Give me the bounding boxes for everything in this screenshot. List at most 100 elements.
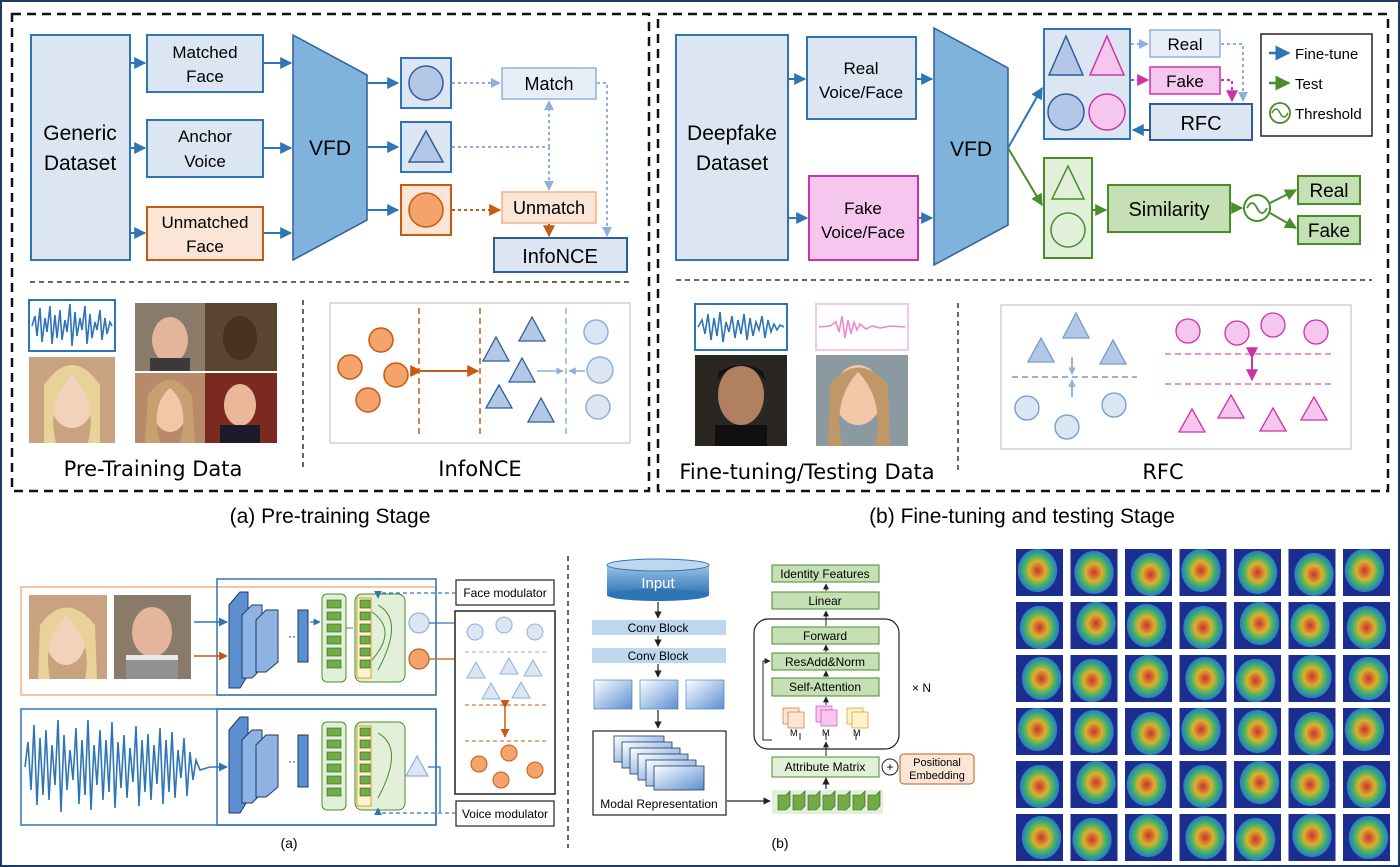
input-cylinder [606,558,710,601]
pretraining-panel-border [10,12,651,493]
face-green-features [326,599,371,669]
self-attention-box [771,677,880,697]
heatmap-attention [1126,603,1167,648]
rfc-box [1149,103,1253,141]
infonce-box [493,237,628,273]
finetune-panel-border [656,12,1390,493]
modal-representation-stack [613,735,705,791]
vfd-encoder-finetune [933,26,1009,267]
conv-block-1-label: Conv Block [628,621,690,635]
heatmap-attention [1128,654,1169,699]
test-triangle-icon [1050,164,1086,200]
real-triangle-icon [1047,34,1085,76]
heatmap-attention [1292,813,1332,858]
similarity-label: Similarity [1128,199,1209,221]
svg-text:+: + [886,760,893,774]
self-attention-label: Self-Attention [789,680,861,694]
similarity-box [1107,184,1231,233]
identity-features-label: Identity Features [780,567,869,581]
bottom-a-caption: (a) [280,835,297,851]
embed-orange-circles [470,744,544,789]
fake-voiceface-box [808,175,919,261]
heatmap-attention [1290,762,1330,807]
linear-label: Linear [808,594,841,608]
heatmap-attention [1183,605,1223,650]
heatmap-attention [1126,762,1167,807]
fake-triangle-icon [1088,34,1126,76]
conv-block-1 [592,620,726,635]
heatmap-attention [1017,548,1058,593]
heatmap-attention [1239,601,1280,646]
legend-threshold-icon [1269,102,1291,124]
heatmap-attention [1344,707,1385,752]
generic-dataset-label-1: Generic [43,122,117,145]
real-waveform-icon [697,311,785,343]
pretraining-caption: (a) Pre-training Stage [230,505,431,528]
heatmap-attention [1074,709,1114,754]
finetune-data-label: Fine-tuning/Testing Data [679,460,934,484]
heatmap-attention [1072,817,1112,862]
bottom-face-thumbnails [29,595,191,679]
forward-box [771,626,880,645]
heatmap-attention [1017,707,1058,752]
attribute-matrix-box [771,756,880,778]
mv-label: M [853,728,861,738]
face-circle-icon [408,65,444,101]
deepfake-dataset-label-1: Deepfake [687,122,777,145]
legend-test: Test [1295,76,1323,93]
rfc-fake-circles [1175,312,1329,346]
voice-triangle-icon [407,129,445,163]
waveform-icon [31,303,113,347]
unmatched-face-label-1: Unmatched [162,213,249,232]
real-waveform-thumb [694,303,788,351]
real-voiceface-label-1: Real [844,59,879,78]
heatmap-attention [1346,764,1387,809]
resadd-norm-label: ResAdd&Norm [785,655,865,669]
test-circle-icon [1050,212,1086,248]
vfd-label-pretrain: VFD [309,137,351,160]
heatmap-attention [1346,605,1387,650]
pretraining-data-label: Pre-Training Data [64,457,243,481]
legend-threshold: Threshold [1295,106,1362,123]
fake-label: Fake [1166,72,1204,91]
face-cnn-blocks: ··· [194,591,430,689]
modal-representation-label: Modal Representation [600,797,717,811]
heatmap-attention [1239,760,1280,805]
feature-maps [593,679,725,710]
output-fake-box [1297,215,1361,245]
bottom-waveform-icon [24,719,211,813]
heatmap-attention [1181,548,1221,593]
infonce-triangles [481,315,556,423]
infonce-orange-circles [337,327,409,413]
heatmap-attention [1183,764,1223,809]
legend-finetune: Fine-tune [1295,46,1358,63]
generic-dataset-label-2: Dataset [44,152,117,175]
heatmap-attention [1235,817,1276,862]
finetune-caption: (b) Fine-tuning and testing Stage [869,505,1175,528]
anchor-voice-label-2: Voice [184,152,226,171]
heatmap-attention [1292,654,1332,699]
vfd-encoder-pretrain [292,33,368,262]
rfc-box-label: RFC [1180,113,1221,135]
heatmap-attention [1237,550,1278,595]
embed-blue-circles [466,616,544,641]
voice-cnn-blocks: ··· [210,716,430,814]
heatmap-attention [1130,552,1171,597]
matched-face-label-1: Matched [172,43,237,62]
times-n-label: × N [912,681,931,695]
identity-features-box [771,564,880,583]
fake-waveform-thumb [815,303,909,351]
heatmap-attention [1074,550,1114,595]
heatmap-attention [1290,603,1330,648]
heatmap-attention [1344,548,1385,593]
fake-waveform-icon [818,315,906,339]
real-voiceface-label-2: Voice/Face [819,83,903,102]
rfc-real-circles [1014,392,1127,440]
output-real-box [1297,175,1361,205]
infonce-blue-circles [583,319,614,420]
input-label: Input [641,575,675,592]
svg-text:···: ··· [288,754,300,768]
heatmap-attention [1185,656,1225,701]
anchor-voice-label-1: Anchor [178,127,232,146]
fake-circle-icon [1088,93,1126,131]
